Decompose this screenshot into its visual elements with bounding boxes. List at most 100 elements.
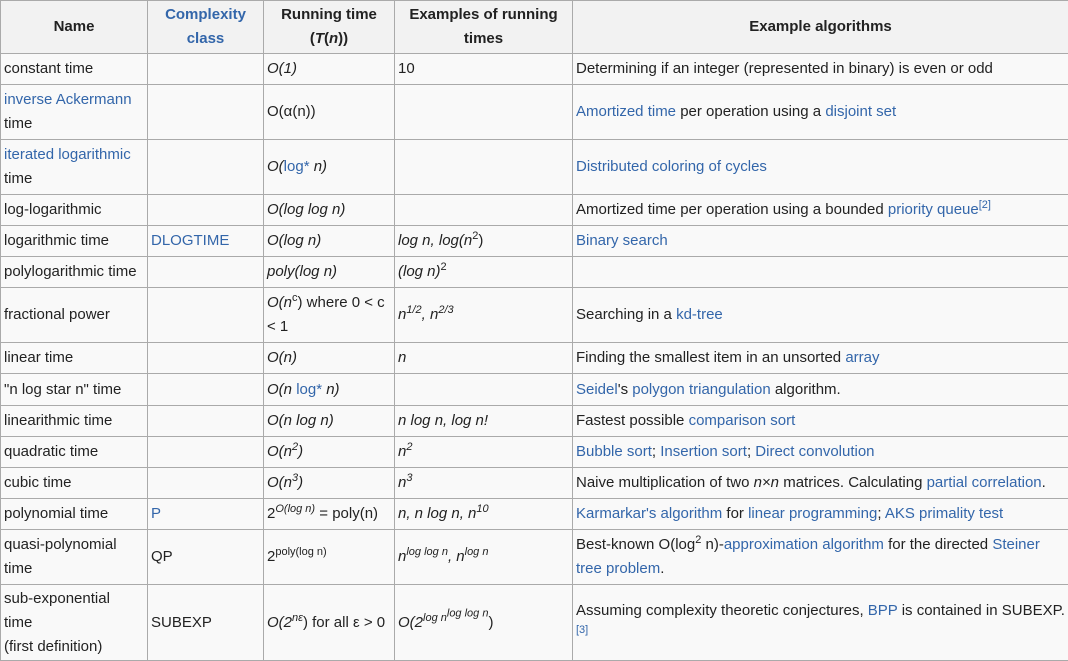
cell-class: SUBEXP <box>148 585 264 661</box>
cell-example <box>395 140 573 195</box>
cell-name: "n log star n" time <box>1 374 148 406</box>
cell-running-time: O(log log n) <box>264 195 395 226</box>
cell-example: 10 <box>395 54 573 85</box>
linear-programming-link[interactable]: linear programming <box>748 505 877 522</box>
cell-class <box>148 54 264 85</box>
cell-running-time: O(log n) <box>264 226 395 257</box>
priority-queue-link[interactable]: priority queue <box>888 201 979 218</box>
table-row: "n log star n" time O(n log* n) Seidel's… <box>1 374 1068 406</box>
cell-running-time: 2poly(log n) <box>264 530 395 585</box>
cell-example <box>395 374 573 406</box>
cell-running-time: O(1) <box>264 54 395 85</box>
iterated-logarithmic-link[interactable]: iterated logarithmic <box>4 146 131 163</box>
approximation-algorithm-link[interactable]: approximation algorithm <box>724 536 884 553</box>
cell-name: linear time <box>1 343 148 374</box>
cell-algorithm: Binary search <box>573 226 1068 257</box>
table-row: polylogarithmic time poly(log n) (log n)… <box>1 257 1068 288</box>
cell-class <box>148 468 264 499</box>
cell-algorithm: Best-known O(log2 n)-approximation algor… <box>573 530 1068 585</box>
cell-class <box>148 195 264 226</box>
disjoint-set-link[interactable]: disjoint set <box>825 103 896 120</box>
insertion-sort-link[interactable]: Insertion sort <box>660 443 747 460</box>
cell-example <box>395 85 573 140</box>
dlogtime-link[interactable]: DLOGTIME <box>151 232 229 249</box>
table-row: linearithmic time O(n log n) n log n, lo… <box>1 406 1068 437</box>
log-star-link[interactable]: log* <box>296 381 322 398</box>
cell-algorithm: Searching in a kd-tree <box>573 288 1068 343</box>
cell-name: constant time <box>1 54 148 85</box>
cell-algorithm: Determining if an integer (represented i… <box>573 54 1068 85</box>
table-row: cubic time O(n3) n3 Naive multiplication… <box>1 468 1068 499</box>
cell-class: QP <box>148 530 264 585</box>
aks-primality-link[interactable]: AKS primality test <box>885 505 1003 522</box>
cell-name: fractional power <box>1 288 148 343</box>
cell-algorithm: Assuming complexity theoretic conjecture… <box>573 585 1068 661</box>
cell-example: n log n, log n! <box>395 406 573 437</box>
cell-class <box>148 343 264 374</box>
table-row: logarithmic time DLOGTIME O(log n) log n… <box>1 226 1068 257</box>
amortized-time-link[interactable]: Amortized time <box>576 103 676 120</box>
cell-example: nlog log n, nlog n <box>395 530 573 585</box>
table-row: polynomial time P 2O(log n) = poly(n) n,… <box>1 499 1068 530</box>
table-row: quasi-polynomial time QP 2poly(log n) nl… <box>1 530 1068 585</box>
kd-tree-link[interactable]: kd-tree <box>676 306 723 323</box>
cell-class <box>148 257 264 288</box>
cell-class: DLOGTIME <box>148 226 264 257</box>
array-link[interactable]: array <box>845 349 879 366</box>
binary-search-link[interactable]: Binary search <box>576 232 668 249</box>
cell-running-time: O(n2) <box>264 437 395 468</box>
cell-example: n2 <box>395 437 573 468</box>
cell-example: n, n log n, n10 <box>395 499 573 530</box>
direct-convolution-link[interactable]: Direct convolution <box>755 443 874 460</box>
cell-example: log n, log(n2) <box>395 226 573 257</box>
cell-example: (log n)2 <box>395 257 573 288</box>
complexity-class-link[interactable]: Complexity class <box>165 6 246 47</box>
cell-name: polylogarithmic time <box>1 257 148 288</box>
header-examples: Examples of running times <box>395 1 573 54</box>
cell-running-time: O(nc) where 0 < c < 1 <box>264 288 395 343</box>
partial-correlation-link[interactable]: partial correlation <box>927 474 1042 491</box>
cell-running-time: O(2nε) for all ε > 0 <box>264 585 395 661</box>
bpp-link[interactable]: BPP <box>868 602 898 619</box>
karmarkar-link[interactable]: Karmarkar's algorithm <box>576 505 722 522</box>
header-complexity-class[interactable]: Complexity class <box>148 1 264 54</box>
cell-class <box>148 374 264 406</box>
table-row: linear time O(n) n Finding the smallest … <box>1 343 1068 374</box>
comparison-sort-link[interactable]: comparison sort <box>689 412 796 429</box>
cell-algorithm: Fastest possible comparison sort <box>573 406 1068 437</box>
cell-example: O(2log nlog log n) <box>395 585 573 661</box>
cell-running-time: O(n3) <box>264 468 395 499</box>
reference-link[interactable]: [3] <box>576 624 588 636</box>
log-star-link[interactable]: log* <box>284 158 310 175</box>
cell-name: log-logarithmic <box>1 195 148 226</box>
header-algorithms: Example algorithms <box>573 1 1068 54</box>
reference-link[interactable]: [2] <box>979 199 991 211</box>
cell-algorithm: Amortized time per operation using a bou… <box>573 195 1068 226</box>
seidel-link[interactable]: Seidel <box>576 381 618 398</box>
cell-algorithm: Distributed coloring of cycles <box>573 140 1068 195</box>
cell-running-time: O(n log* n) <box>264 374 395 406</box>
bubble-sort-link[interactable]: Bubble sort <box>576 443 652 460</box>
inverse-ackermann-link[interactable]: inverse Ackermann <box>4 91 132 108</box>
cell-running-time: O(log* n) <box>264 140 395 195</box>
table-row: fractional power O(nc) where 0 < c < 1 n… <box>1 288 1068 343</box>
polygon-triangulation-link[interactable]: polygon triangulation <box>632 381 770 398</box>
distributed-coloring-link[interactable]: Distributed coloring of cycles <box>576 158 767 175</box>
p-class-link[interactable]: P <box>151 505 161 522</box>
cell-example <box>395 195 573 226</box>
cell-class <box>148 406 264 437</box>
cell-algorithm: Naive multiplication of two n×n matrices… <box>573 468 1068 499</box>
cell-class <box>148 85 264 140</box>
cell-running-time: O(n) <box>264 343 395 374</box>
cell-running-time: O(α(n)) <box>264 85 395 140</box>
table-row: constant time O(1) 10 Determining if an … <box>1 54 1068 85</box>
cell-algorithm: Karmarkar's algorithm for linear program… <box>573 499 1068 530</box>
cell-running-time: poly(log n) <box>264 257 395 288</box>
cell-example: n1/2, n2/3 <box>395 288 573 343</box>
cell-algorithm: Finding the smallest item in an unsorted… <box>573 343 1068 374</box>
